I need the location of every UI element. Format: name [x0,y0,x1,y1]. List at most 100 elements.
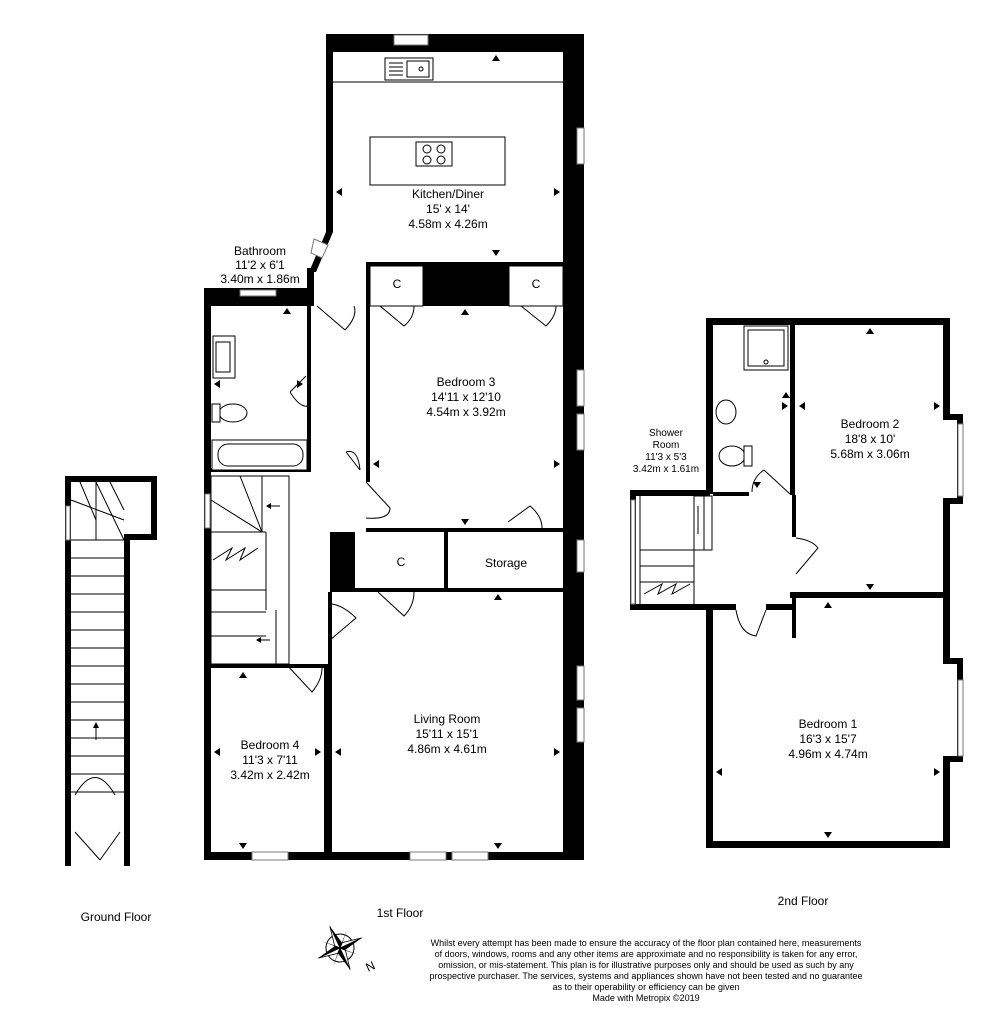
window [576,369,585,407]
first-floor-plan [204,34,585,861]
room-size-metric: 4.86m x 4.61m [407,742,486,756]
hob-ring-icon [436,144,446,154]
disclaimer-line: of doors, windows, rooms and any other i… [434,949,858,959]
room-name: Bedroom 1 [799,717,858,731]
ground-staircase [70,481,125,861]
window [409,851,447,861]
hob-ring-icon [422,155,432,165]
washbasin [715,399,737,425]
staircase-enclosure [210,475,290,665]
wall [307,268,314,306]
room-size-metric: 3.42m x 2.42m [230,768,309,782]
wall [65,476,71,866]
window [630,499,636,605]
room-size-imperial: 15'11 x 15'1 [415,727,478,741]
wall [204,288,211,860]
window [576,413,585,451]
shower-tray [743,325,789,371]
window [576,127,585,165]
door [751,469,791,495]
wall [713,492,749,496]
room-size-imperial: 18'8 x 10' [845,432,896,446]
room-size-metric: 3.40m x 1.86m [220,272,299,286]
door [795,537,819,575]
storage-label: Storage [485,556,527,570]
room-size-imperial: 14'11 x 12'10 [431,390,501,404]
room-size-imperial: 11'3 x 5'3 [645,452,687,463]
shower-drain-icon [763,359,769,365]
window [576,707,585,743]
sink-bowl [406,60,430,78]
chimney-breast [423,262,509,306]
room-name: Bedroom 3 [437,375,496,389]
wall [630,604,712,610]
wall [706,841,950,848]
wall [706,318,950,325]
room-name: Shower [649,428,684,439]
disclaimer-line: prospective purchaser. The services, sys… [429,971,863,981]
hob [415,141,453,167]
room-size-metric: 3.42m x 1.61m [633,464,699,475]
room-name: Living Room [414,712,481,726]
first-floor-doors [285,305,557,693]
room-size-metric: 4.96m x 4.74m [788,747,867,761]
window [957,679,964,757]
wall [706,318,713,494]
bedroom4-label: Bedroom 4 11'3 x 7'11 3.42m x 2.42m [230,738,309,782]
disclaimer-line: as to their operability or efficiency ca… [552,982,740,992]
ground-floor-plan [65,476,157,866]
shower-tray-inner [747,329,785,367]
hob-ring-icon [436,155,446,165]
room-size-imperial: 15' x 14' [426,202,470,216]
wall [204,852,584,860]
toilet [718,445,746,467]
stair-landing [693,495,713,551]
wall [326,34,584,52]
window [957,423,964,497]
wall [943,756,963,762]
bathroom-label: Bathroom 11'2 x 6'1 3.40m x 1.86m [220,244,299,286]
living-room-label: Living Room 15'11 x 15'1 4.86m x 4.61m [407,712,486,756]
wall [328,592,332,852]
wall [124,534,130,866]
wall [366,262,370,482]
wall [766,604,796,610]
cupboard-label: C [393,277,402,291]
first-floor-caption: 1st Floor [377,906,424,920]
window [251,851,289,861]
room-name: Bedroom 4 [241,738,300,752]
window [576,665,585,701]
disclaimer-line: omission, or mis-statement. This plan is… [438,960,854,970]
window [576,539,585,573]
wall [792,592,796,638]
room-size-metric: 4.54m x 3.92m [426,405,505,419]
wall [706,604,736,610]
washbasin-bowl [215,341,231,373]
disclaimer-line: Whilst every attempt has been made to en… [430,938,862,948]
wall [943,498,950,662]
room-name: Kitchen/Diner [412,187,484,201]
dimension-arrows [214,55,560,849]
room-size-imperial: 11'2 x 6'1 [235,258,285,272]
second-floor-caption: 2nd Floor [778,894,829,908]
bathtub-inner [217,443,304,467]
kitchen-label: Kitchen/Diner 15' x 14' 4.58m x 4.26m [408,187,487,231]
metropix-credit: Made with Metropix ©2019 [592,993,700,1003]
compass-rose-icon [318,926,362,970]
window [393,34,429,46]
second-floor-plan [630,318,964,848]
toilet-cistern [743,445,753,467]
room-name: Room [653,440,680,451]
wall [444,532,448,588]
wall [326,34,333,232]
room-size-imperial: 11'3 x 7'11 [242,753,298,767]
hob-ring-icon [422,144,432,154]
toilet-cistern [211,403,221,423]
wall [706,606,713,848]
cupboard [369,265,424,307]
wall [943,498,963,504]
room-size-metric: 5.68m x 3.06m [830,447,909,461]
shower-room-label: Shower Room 11'3 x 5'3 3.42m x 1.61m [633,428,699,475]
wall [943,756,950,848]
